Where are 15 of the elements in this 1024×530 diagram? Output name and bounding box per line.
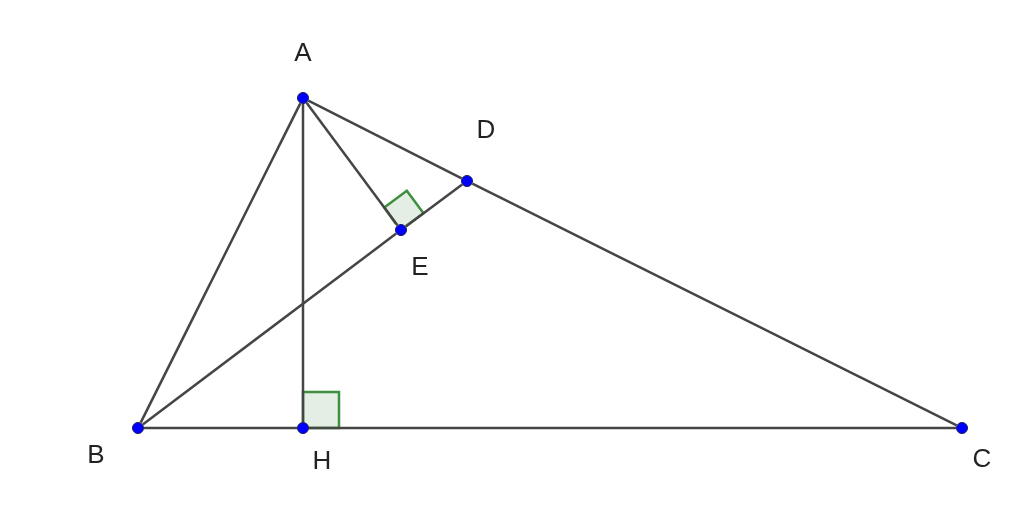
line-segment	[471, 182, 958, 427]
line-segment	[144, 426, 297, 430]
point-label: E	[411, 253, 429, 279]
line-segment	[405, 183, 463, 228]
point-label: A	[294, 39, 312, 65]
line-segment	[309, 426, 956, 430]
line-segment	[142, 232, 397, 426]
point-label: B	[87, 441, 105, 467]
point-label: C	[972, 445, 992, 471]
line-segment	[307, 99, 463, 180]
line-segment	[301, 104, 305, 422]
point-label: H	[312, 447, 332, 473]
line-segment	[305, 102, 399, 226]
line-segment	[139, 102, 302, 424]
point-label: D	[476, 116, 496, 142]
